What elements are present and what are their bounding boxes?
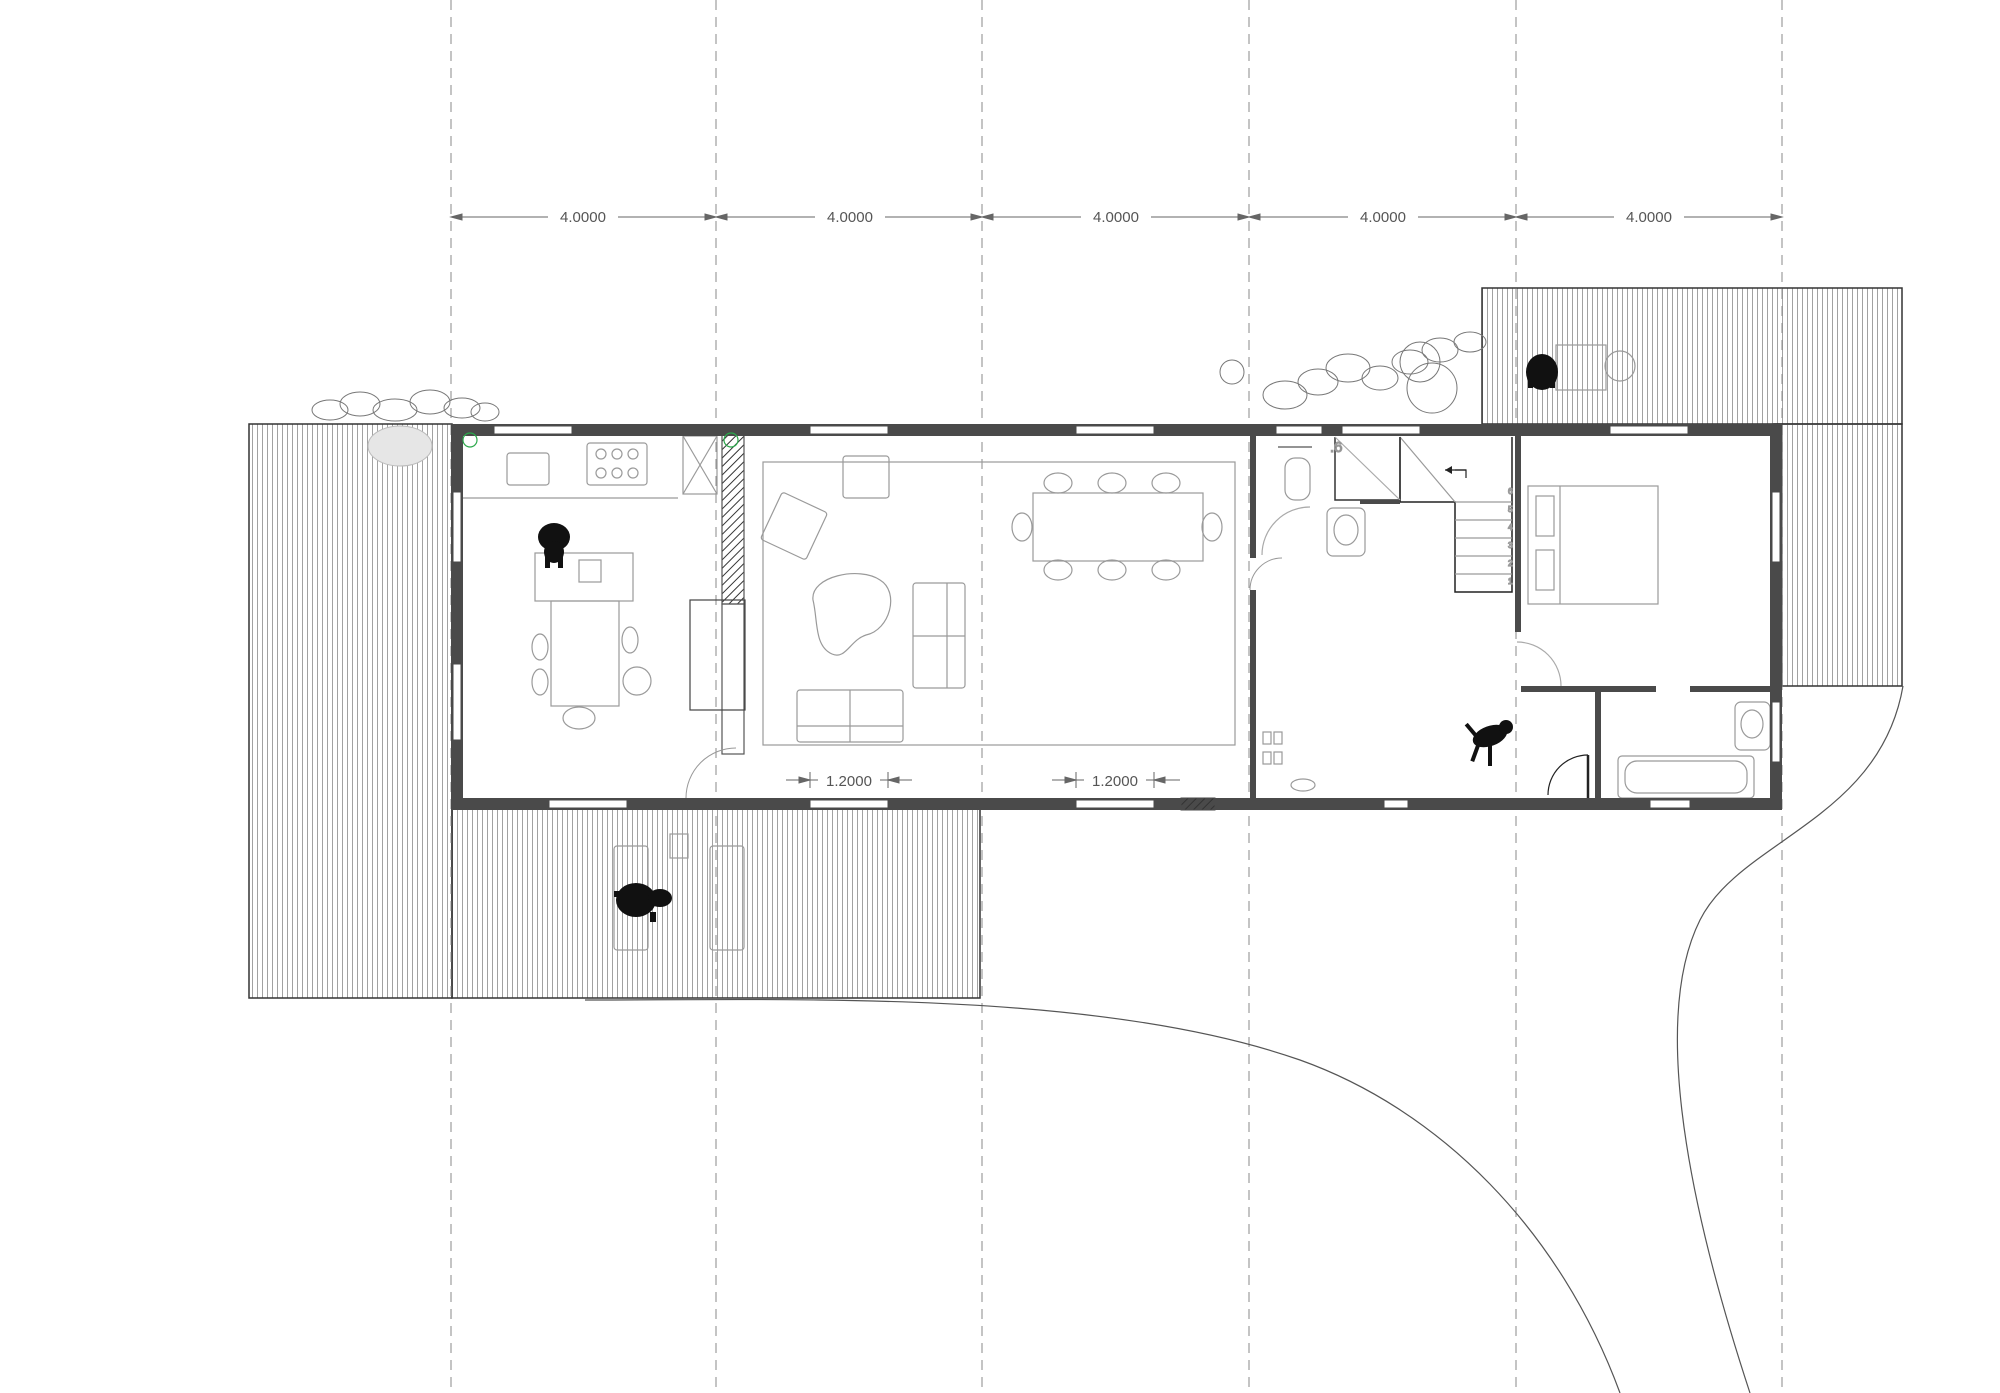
partition-wall-5	[1690, 686, 1770, 692]
living-area	[760, 455, 1236, 746]
hatched-panel	[1180, 797, 1216, 811]
partition-wall-6	[1595, 692, 1601, 798]
kitchen	[463, 435, 718, 730]
dining-table	[1032, 492, 1204, 562]
grid-dimension-chain: 4.0000 4.0000 4.0000 4.0000 4.0000	[449, 207, 1784, 227]
walls	[451, 424, 1782, 810]
partition-wall-2	[1250, 590, 1256, 798]
washbasin-2	[1734, 701, 1771, 751]
planting	[311, 331, 1487, 467]
opening-dimensions: 1.2000 1.2000	[786, 770, 1180, 790]
column-markers	[462, 432, 739, 448]
west-deck	[248, 423, 453, 999]
stair: 1 2 3 4 5 6 .6	[1278, 436, 1514, 593]
living-rug	[762, 461, 1236, 746]
person-figure-kitchen	[538, 523, 570, 568]
grid-dimension-2: 4.0000	[827, 209, 873, 226]
furniture: 1 2 3 4 5 6 .6	[463, 344, 1771, 951]
stair-step-5: 5	[1508, 505, 1513, 514]
grid-dimension-5: 4.0000	[1626, 209, 1672, 226]
bathroom-2	[1617, 701, 1771, 799]
bedroom	[1516, 485, 1659, 687]
person-figure-deck	[1526, 354, 1558, 390]
decks	[248, 287, 1903, 999]
coffee-table	[812, 573, 892, 656]
stair-step-4: 4	[1508, 523, 1513, 532]
path-curve-2	[1676, 685, 1904, 1393]
figures	[538, 354, 1558, 922]
partition-wall-4	[1521, 686, 1656, 692]
north-east-deck	[1481, 287, 1903, 425]
stair-step-3: 3	[1508, 541, 1513, 550]
washbasin-1	[1326, 507, 1366, 557]
structural-grid	[450, 0, 1783, 1393]
cooktop	[586, 442, 648, 486]
shrub-cluster-west	[311, 389, 500, 467]
grid-dimension-4: 4.0000	[1360, 209, 1406, 226]
entry	[1262, 731, 1590, 798]
bed	[1527, 485, 1659, 605]
site-paths	[584, 685, 1904, 1393]
east-deck	[1773, 423, 1903, 687]
gap-lines	[685, 557, 1283, 799]
dog-figure	[1464, 720, 1513, 766]
grid-dimension-3: 4.0000	[1093, 209, 1139, 226]
west-wall	[451, 424, 463, 810]
dining-table-kitchen	[550, 600, 620, 707]
windows	[452, 425, 1781, 809]
stair-step-2: 2	[1508, 559, 1513, 568]
sun-lounger-2	[709, 845, 745, 951]
grid-dimension-1: 4.0000	[560, 209, 606, 226]
path-curve-1	[584, 998, 1621, 1393]
partition-wall-7	[1360, 500, 1400, 504]
stair-step-6: 6	[1508, 487, 1513, 496]
partition-wall-3	[1515, 436, 1521, 632]
person-figure-terrace	[614, 883, 672, 922]
partition-wall-1	[1250, 436, 1256, 558]
partial-dimension: .6	[1330, 439, 1343, 456]
lounge-chair-2	[760, 492, 828, 560]
shrub-cluster-north	[1219, 331, 1487, 414]
kitchen-sink	[506, 452, 550, 486]
opening-dimension-2: 1.2000	[1092, 773, 1138, 790]
bathtub	[1617, 755, 1755, 799]
bathroom-1	[1261, 457, 1366, 557]
lounge-chair-1	[842, 455, 890, 499]
stair-step-1: 1	[1508, 577, 1513, 586]
opening-dimension-1: 1.2000	[826, 773, 872, 790]
bookshelf-partition	[689, 433, 746, 755]
